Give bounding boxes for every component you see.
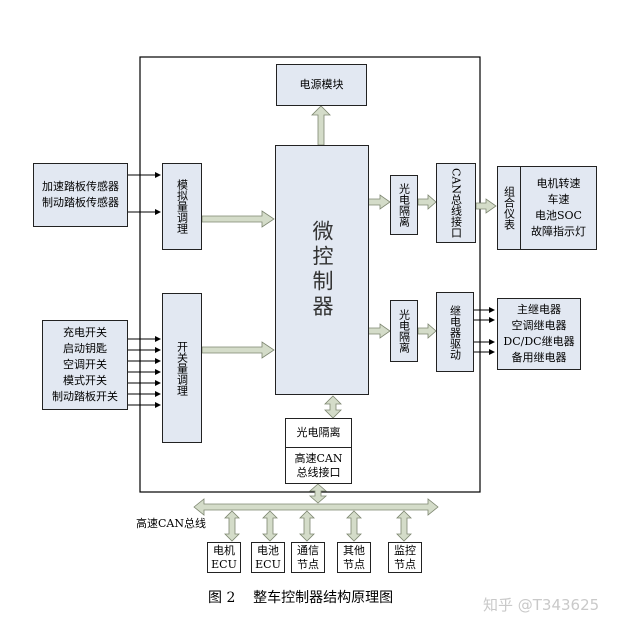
node-line: 节点 — [297, 557, 319, 571]
arrow-mcu-opto1 — [367, 194, 391, 210]
mcu-box: 微控制器 — [275, 145, 369, 395]
figure-caption: 图 2 整车控制器结构原理图 — [208, 590, 394, 606]
relay-item: DC/DC继电器 — [503, 335, 575, 348]
node-line: 电池 — [257, 543, 279, 557]
arrow-opto2-relay — [417, 323, 437, 339]
node-line: 节点 — [343, 557, 365, 571]
pedal-sensor-item: 加速踏板传感器 — [42, 180, 119, 193]
cluster-item: 故障指示灯 — [531, 225, 586, 238]
switch-item: 模式开关 — [63, 374, 107, 387]
bottom-opto-label: 光电隔离 — [296, 426, 341, 439]
switch-item: 充电开关 — [63, 326, 107, 339]
arrow-analog-mcu — [201, 210, 275, 228]
cluster-items: 电机转速 车速 电池SOC 故障指示灯 — [521, 176, 596, 240]
arrow-bus-node3 — [299, 510, 315, 542]
pedal-sensors-box: 加速踏板传感器 制动踏板传感器 — [33, 163, 128, 227]
arrow-mcu-opto2 — [367, 323, 391, 339]
node-line: 电机 — [213, 543, 235, 557]
opto-isolation-2-box: 光电隔离 — [390, 300, 418, 362]
node-line: ECU — [211, 557, 237, 571]
cluster-title: 组合仪表 — [502, 186, 516, 230]
node-line: 监控 — [394, 543, 416, 557]
cluster-item: 电机转速 — [536, 177, 581, 190]
arrow-mcu-power — [311, 105, 331, 146]
relay-driver-label: 继电器驱动 — [448, 304, 462, 360]
switch-item: 启动钥匙 — [63, 342, 107, 355]
switch-item: 制动踏板开关 — [52, 390, 118, 403]
analog-conditioning-label: 模拟量调理 — [175, 179, 189, 234]
relays-box: 主继电器 空调继电器 DC/DC继电器 备用继电器 — [497, 298, 581, 370]
node-comm: 通信 节点 — [291, 542, 325, 573]
arrow-mcu-bottom — [324, 395, 342, 419]
switches-box: 充电开关 启动钥匙 空调开关 模式开关 制动踏板开关 — [42, 320, 128, 410]
node-line: 通信 — [297, 543, 319, 557]
switch-item: 空调开关 — [63, 358, 107, 371]
arrow-bus-node4 — [346, 510, 362, 542]
arrow-opto1-can — [417, 194, 437, 210]
opto-isolation-1-box: 光电隔离 — [390, 175, 418, 235]
node-other: 其他 节点 — [337, 542, 371, 573]
mcu-label: 微控制器 — [310, 220, 334, 320]
can-bus-label: 高速CAN总线 — [136, 517, 206, 530]
arrow-switch-mcu — [201, 341, 275, 359]
analog-conditioning-box: 模拟量调理 — [162, 163, 202, 250]
arrow-bus-node5 — [396, 510, 412, 542]
relay-item: 备用继电器 — [511, 351, 567, 364]
bottom-can-box: 高速CAN 总线接口 — [285, 447, 352, 484]
pedal-sensor-item: 制动踏板传感器 — [42, 196, 119, 209]
watermark: 知乎 @T343625 — [483, 596, 600, 614]
arrow-can-bus — [308, 483, 328, 504]
instrument-cluster-box: 组合仪表 电机转速 车速 电池SOC 故障指示灯 — [497, 166, 597, 250]
node-line: 节点 — [394, 557, 416, 571]
opto-isolation-2-label: 光电隔离 — [397, 309, 411, 353]
bottom-opto-box: 光电隔离 — [285, 418, 352, 448]
can-bus-arrow — [193, 498, 439, 516]
opto-isolation-1-label: 光电隔离 — [397, 183, 411, 227]
cluster-item: 电池SOC — [535, 209, 582, 222]
relay-item: 主继电器 — [517, 303, 561, 316]
controller-frame — [139, 56, 481, 493]
node-motor-ecu: 电机 ECU — [207, 542, 241, 573]
relay-driver-box: 继电器驱动 — [436, 292, 474, 372]
node-line: 其他 — [343, 543, 365, 557]
node-battery-ecu: 电池 ECU — [251, 542, 285, 573]
power-module-box: 电源模块 — [276, 64, 367, 106]
switch-conditioning-label: 开关量调理 — [175, 340, 189, 396]
bottom-can-line: 高速CAN — [294, 451, 343, 465]
switch-conditioning-box: 开关量调理 — [162, 293, 202, 443]
node-monitor: 监控 节点 — [388, 542, 422, 573]
cluster-title-cell: 组合仪表 — [498, 167, 521, 249]
can-interface-label: CAN总线接口 — [449, 168, 463, 238]
node-line: ECU — [255, 557, 281, 571]
arrow-can-cluster — [475, 198, 497, 214]
bottom-can-line: 总线接口 — [296, 465, 341, 479]
can-interface-box: CAN总线接口 — [436, 163, 476, 243]
relay-item: 空调继电器 — [511, 319, 567, 332]
arrow-bus-node2 — [262, 510, 278, 542]
power-module-label: 电源模块 — [299, 78, 344, 91]
arrow-bus-node1 — [224, 510, 240, 542]
cluster-item: 车速 — [547, 193, 570, 206]
